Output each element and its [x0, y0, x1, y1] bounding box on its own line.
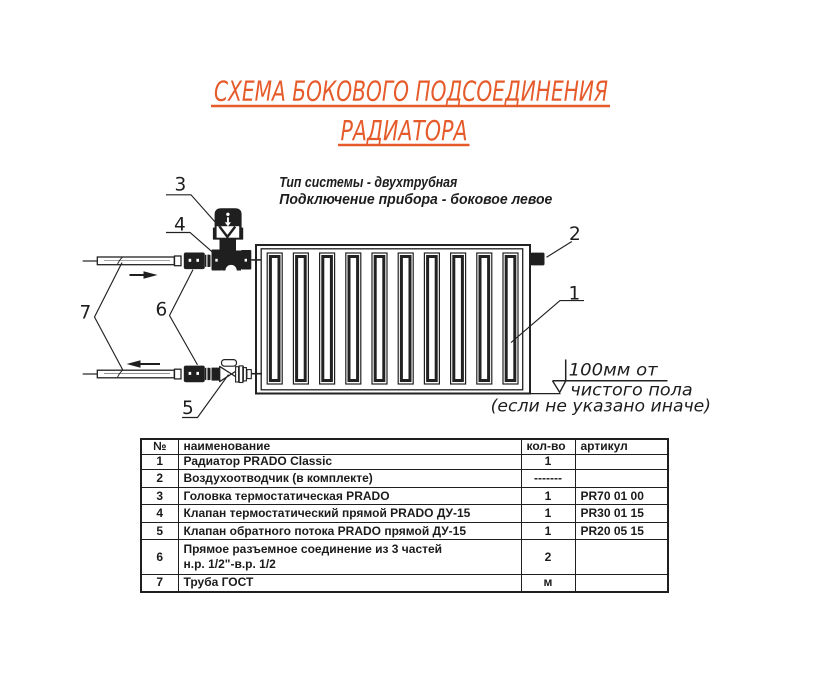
cell-num: 3 — [140, 486, 179, 506]
floor-note-line1: 100мм от — [569, 360, 659, 380]
col-header-name: наименование — [177, 438, 522, 456]
table-row: 6 Прямое разъемное соединение из 3 часте… — [140, 539, 669, 576]
thermostatic-head — [212, 208, 244, 251]
callout-numbers: 3 4 7 6 5 1 2 — [80, 175, 581, 420]
cell-qty: 2 — [520, 539, 576, 576]
cell-num: 4 — [140, 504, 179, 523]
callout-5: 5 — [182, 398, 194, 419]
floor-level-mark — [530, 359, 668, 395]
table-row: 4 Клапан термостатический прямой PRADO Д… — [140, 504, 669, 523]
cell-article — [574, 539, 669, 576]
supply-pipe-break-mark — [117, 257, 123, 265]
cell-name-line1: Прямое разъемное соединение из 3 частей — [183, 541, 443, 556]
cell-qty: 1 — [520, 454, 576, 470]
col-header-article: артикул — [574, 438, 669, 456]
leader-2 — [546, 241, 573, 258]
page-title-line1: СХЕМА БОКОВОГО ПОДСОЕДИНЕНИЯ — [214, 75, 608, 108]
cell-num: 5 — [140, 521, 179, 541]
components-table-wrap: № наименование кол-во артикул 1 Радиатор… — [140, 438, 669, 593]
cell-article — [574, 454, 669, 470]
union-coupling-bottom — [183, 365, 211, 383]
cell-article: PR20 05 15 — [574, 521, 669, 541]
return-pipe-break-mark — [117, 370, 123, 378]
leader-7 — [93, 262, 124, 371]
floor-note: 100мм от чистого пола (если не указано и… — [491, 360, 711, 416]
callout-3: 3 — [175, 175, 187, 196]
cell-name: Клапан обратного потока PRADO прямой ДУ-… — [177, 521, 522, 541]
table-row: 7 Труба ГОСТ м — [140, 574, 669, 593]
union-coupling-top — [183, 252, 211, 270]
callout-1: 1 — [569, 284, 581, 305]
page-title-line2: РАДИАТОРА — [341, 114, 468, 147]
system-description: Тип системы - двухтрубная Подключение пр… — [279, 175, 552, 208]
radiator — [255, 244, 531, 395]
connection-type-line: Подключение прибора - боковое левое — [279, 192, 552, 208]
leader-6 — [168, 269, 199, 366]
air-vent — [530, 252, 545, 266]
supply-pipe-collar — [173, 255, 182, 267]
col-header-qty: кол-во — [520, 438, 576, 456]
thermostatic-valve — [211, 249, 262, 271]
callout-4: 4 — [174, 215, 186, 236]
callout-leaders — [93, 194, 584, 419]
page-title: СХЕМА БОКОВОГО ПОДСОЕДИНЕНИЯ РАДИАТОРА — [211, 75, 610, 147]
table-row: 1 Радиатор PRADO Classic 1 — [140, 454, 669, 470]
floor-note-line2: чистого пола — [570, 381, 692, 401]
col-header-num: № — [140, 438, 179, 456]
cell-name: Воздухоотводчик (в комплекте) — [177, 468, 522, 488]
cell-qty: м — [520, 574, 576, 593]
cell-name: Прямое разъемное соединение из 3 частей … — [177, 539, 522, 576]
flow-arrow-in — [129, 271, 158, 279]
callout-6: 6 — [156, 300, 168, 321]
cell-qty: 1 — [520, 521, 576, 541]
components-table: № наименование кол-во артикул 1 Радиатор… — [140, 438, 669, 593]
system-type-line: Тип системы - двухтрубная — [279, 175, 457, 191]
cell-name-line2: н.р. 1/2"-в.р. 1/2 — [183, 557, 276, 572]
radiator-slots — [266, 252, 519, 385]
table-header-row: № наименование кол-во артикул — [140, 438, 669, 456]
return-pipe — [96, 369, 175, 379]
return-pipe-collar — [173, 368, 182, 380]
cell-name: Радиатор PRADO Classic — [177, 454, 522, 470]
cell-num: 2 — [140, 468, 179, 488]
cell-num: 7 — [140, 574, 179, 593]
cell-qty: 1 — [520, 486, 576, 506]
cell-article: PR30 01 15 — [574, 504, 669, 523]
cell-name: Головка термостатическая PRADO — [177, 486, 522, 506]
floor-note-line3: (если не указано иначе) — [491, 397, 711, 417]
cell-article: PR70 01 00 — [574, 486, 669, 506]
cell-name: Клапан термостатический прямой PRADO ДУ-… — [177, 504, 522, 523]
cell-num: 6 — [140, 539, 179, 576]
flow-arrow-out — [126, 360, 160, 368]
cell-qty: ------- — [520, 468, 576, 488]
callout-7: 7 — [80, 303, 92, 324]
supply-pipe — [96, 256, 175, 266]
leader-5 — [182, 374, 229, 419]
table-row: 2 Воздухоотводчик (в комплекте) ------- — [140, 468, 669, 488]
callout-2: 2 — [569, 224, 581, 245]
return-branch — [82, 359, 262, 384]
cell-article — [574, 574, 669, 593]
leader-1 — [510, 300, 584, 344]
cell-name: Труба ГОСТ — [177, 574, 522, 593]
cell-qty: 1 — [520, 504, 576, 523]
radiator-outer-frame — [255, 244, 531, 395]
table-row: 5 Клапан обратного потока PRADO прямой Д… — [140, 521, 669, 541]
cell-article — [574, 468, 669, 488]
table-row: 3 Головка термостатическая PRADO 1 PR70 … — [140, 486, 669, 506]
return-valve — [211, 359, 262, 384]
radiator-inner-frame — [260, 248, 524, 391]
cell-num: 1 — [140, 454, 179, 470]
leader-3 — [166, 194, 225, 233]
leader-4 — [166, 231, 214, 254]
supply-branch — [82, 208, 262, 279]
